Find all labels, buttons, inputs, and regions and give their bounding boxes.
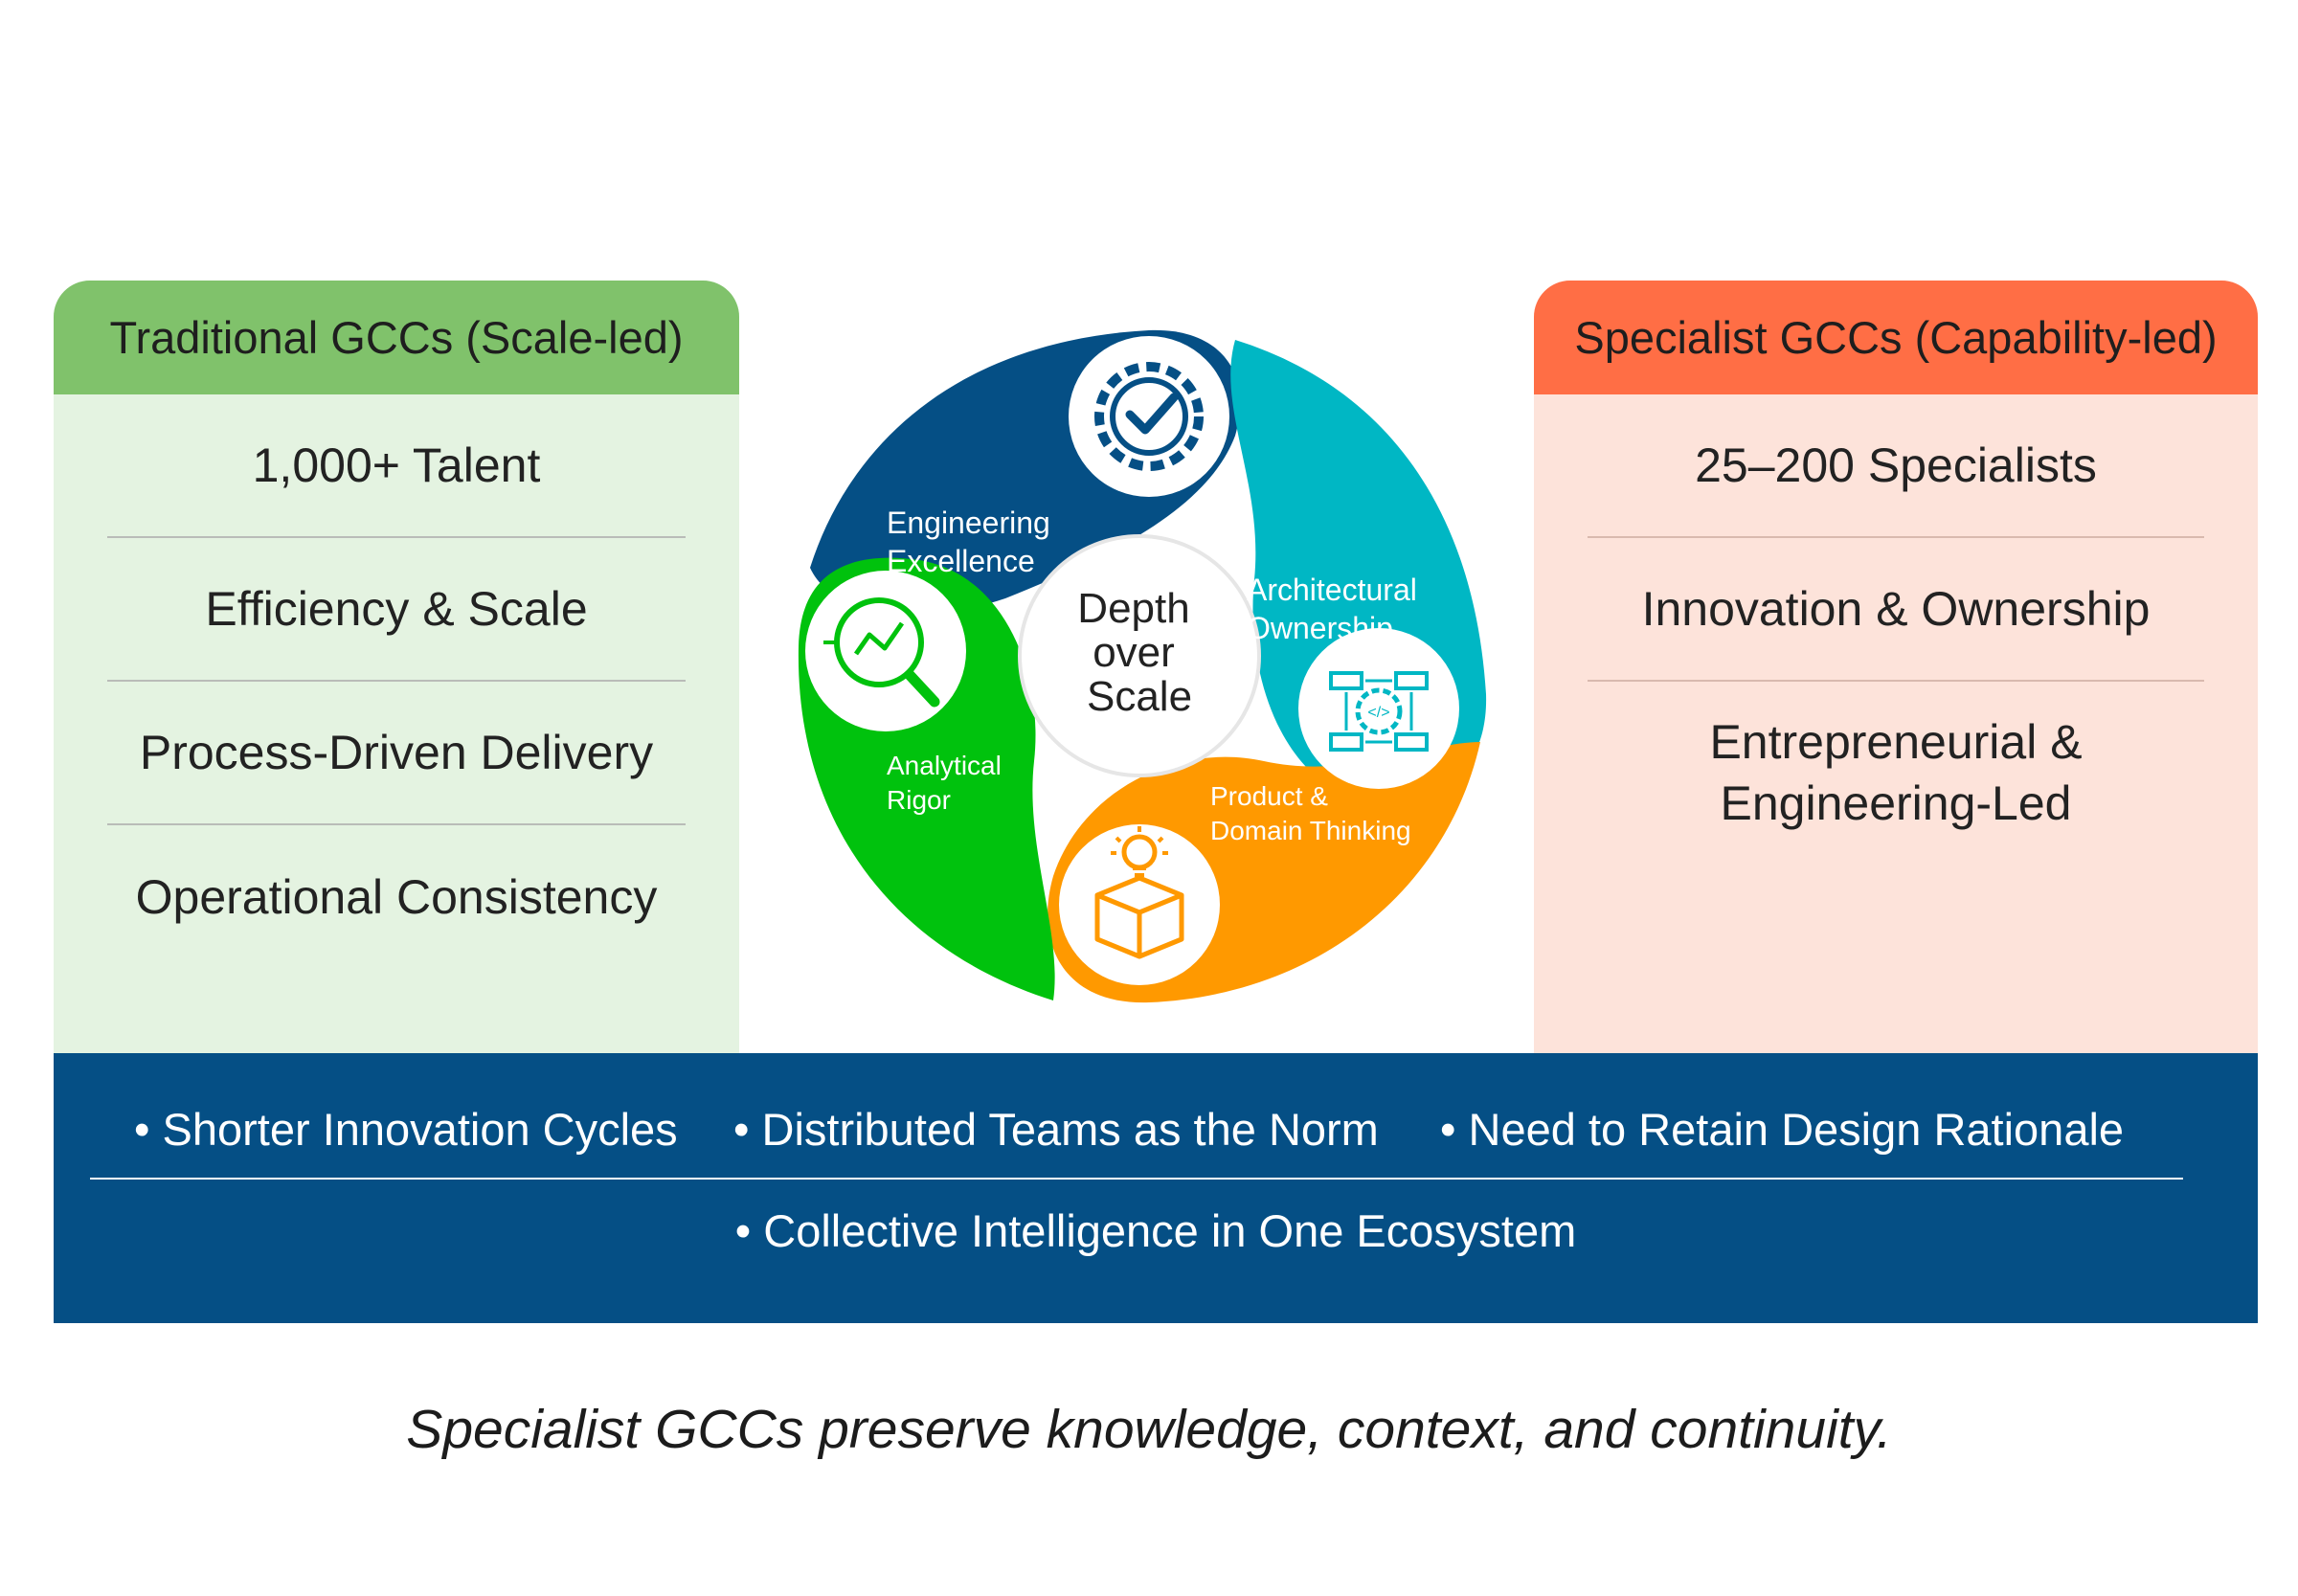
svg-text:</>: </> [1367, 705, 1389, 721]
lightbulb-box-icon [1059, 824, 1220, 985]
specialist-gccs-title: Specialist GCCs (Capability-led) [1534, 281, 2258, 394]
analytical-label-line2: Rigor [887, 785, 951, 815]
product-label-line1: Product & [1210, 781, 1328, 811]
center-circle [1018, 534, 1261, 777]
bullet-shorter-innovation: • Shorter Innovation Cycles [134, 1104, 678, 1155]
drivers-band: • Shorter Innovation Cycles • Distribute… [54, 1053, 2258, 1323]
engineering-label-line1: Engineering [887, 506, 1050, 540]
center-text-line3: Scale [1087, 673, 1192, 720]
gear-check-icon [1069, 336, 1229, 497]
product-label-line2: Domain Thinking [1210, 816, 1411, 845]
left-item-process: Process-Driven Delivery [107, 682, 686, 825]
band-divider [90, 1178, 2183, 1180]
right-item-innovation: Innovation & Ownership [1588, 538, 2204, 682]
magnifier-chart-icon [805, 571, 966, 731]
bullet-distributed-teams: • Distributed Teams as the Norm [733, 1104, 1379, 1155]
caption: Specialist GCCs preserve knowledge, cont… [406, 1399, 1892, 1460]
right-item-entrepreneurial: Entrepreneurial & Engineering-Led [1588, 682, 2204, 864]
right-item-specialists: 25–200 Specialists [1588, 394, 2204, 538]
left-item-consistency: Operational Consistency [135, 870, 658, 924]
traditional-gccs-panel: Traditional GCCs (Scale-led) 1,000+ Tale… [54, 281, 739, 1053]
left-item-talent: 1,000+ Talent [107, 394, 686, 538]
left-item-efficiency: Efficiency & Scale [107, 538, 686, 682]
code-architecture-icon: </> [1298, 628, 1459, 789]
bullet-collective-intelligence: • Collective Intelligence in One Ecosyst… [734, 1205, 1577, 1256]
architectural-label-line2: Ownership [1247, 611, 1393, 645]
specialist-gccs-panel: Specialist GCCs (Capability-led) 25–200 … [1534, 281, 2258, 1053]
center-text-line1: Depth [1077, 585, 1189, 632]
bullet-design-rationale: • Need to Retain Design Rationale [1440, 1104, 2125, 1155]
engineering-label-line2: Excellence [887, 544, 1035, 578]
analytical-label-line1: Analytical [887, 751, 1002, 780]
architectural-label-line1: Architectural [1247, 573, 1417, 607]
traditional-gccs-title: Traditional GCCs (Scale-led) [54, 281, 739, 394]
right-item-entrepreneurial-text: Entrepreneurial & Engineering-Led [1709, 715, 2083, 830]
capability-wheel: Depth over Scale </> Engineering Excelle… [798, 329, 1487, 1003]
center-text-line2: over [1093, 629, 1175, 676]
